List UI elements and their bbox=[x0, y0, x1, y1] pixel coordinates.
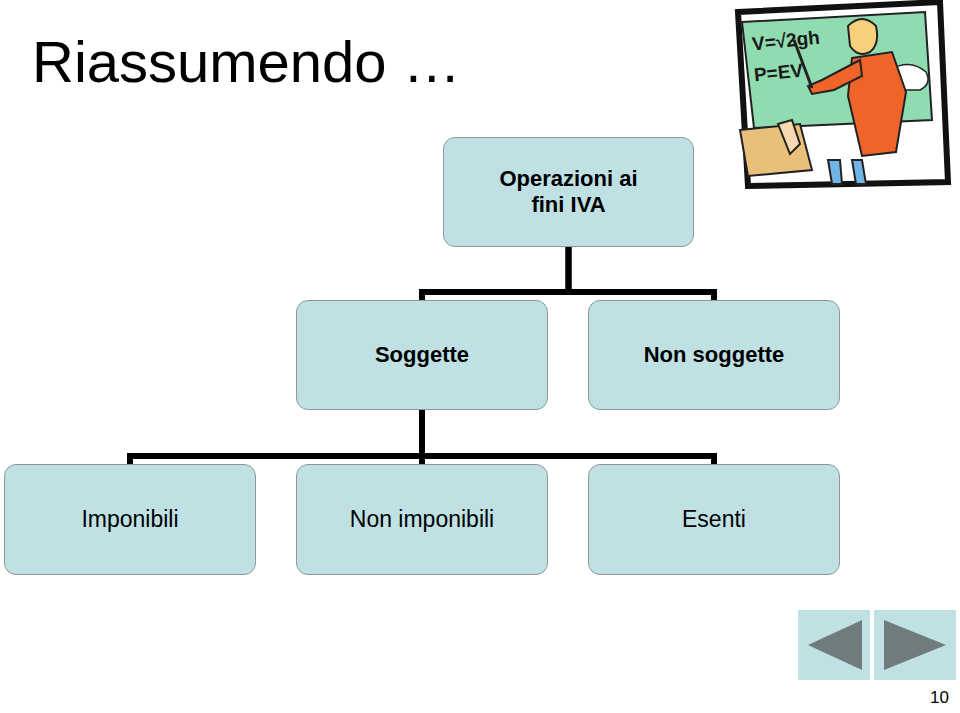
box-label: Esenti bbox=[682, 506, 746, 534]
box-label: Non imponibili bbox=[350, 506, 494, 534]
box-label: Operazioni ai fini IVA bbox=[484, 166, 654, 219]
teacher-clipart bbox=[738, 2, 948, 186]
category-box: Esenti bbox=[588, 464, 840, 575]
category-box: Soggette bbox=[296, 300, 548, 410]
box-label: Non soggette bbox=[644, 342, 785, 368]
tree-connector bbox=[130, 410, 422, 464]
category-box: Operazioni ai fini IVA bbox=[443, 137, 694, 247]
category-box: Imponibili bbox=[4, 464, 256, 575]
slide-title: Riassumendo … bbox=[32, 28, 461, 95]
page-number: 10 bbox=[930, 688, 949, 708]
tree-connector bbox=[422, 247, 569, 300]
category-box: Non imponibili bbox=[296, 464, 548, 575]
tree-connector bbox=[569, 247, 715, 300]
box-label: Soggette bbox=[375, 342, 469, 368]
box-label: Imponibili bbox=[81, 506, 178, 534]
nav-buttons bbox=[798, 610, 956, 680]
category-box: Non soggette bbox=[588, 300, 840, 410]
tree-connector bbox=[422, 410, 714, 464]
